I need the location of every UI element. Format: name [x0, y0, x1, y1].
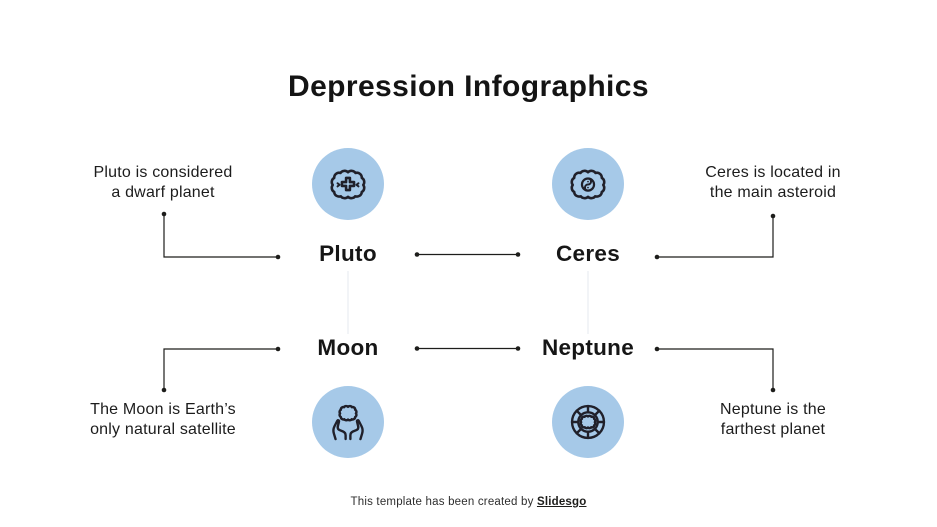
- description-line: a dwarf planet: [111, 183, 215, 201]
- node-label-pluto: Pluto: [319, 241, 377, 266]
- slidesgo-link[interactable]: Slidesgo: [536, 496, 587, 508]
- description-line: Ceres is located in: [705, 164, 841, 181]
- moon-description: The Moon is Earth’s only natural satelli…: [43, 400, 283, 439]
- description-line: Pluto is considered: [93, 164, 233, 181]
- description-line: only natural satellite: [90, 420, 236, 438]
- node-label-ceres: Ceres: [555, 241, 621, 266]
- neptune-icon-circle: [552, 386, 624, 458]
- description-line: farthest planet: [720, 420, 826, 438]
- node-label-moon: Moon: [317, 335, 379, 360]
- moon-icon-circle: [312, 386, 384, 458]
- node-label-neptune: Neptune: [541, 335, 635, 360]
- pluto-icon-circle: [312, 148, 384, 220]
- description-line: The Moon is Earth’s: [90, 401, 236, 418]
- pluto-description: Pluto is considered a dwarf planet: [43, 163, 283, 202]
- brain-maze-wheel-icon: [570, 404, 606, 440]
- ceres-description: Ceres is located in the main asteroid: [653, 163, 893, 202]
- ceres-icon-circle: [552, 148, 624, 220]
- neptune-description: Neptune is the farthest planet: [653, 400, 893, 439]
- description-line: Neptune is the: [720, 401, 826, 418]
- slide-title: Depression Infographics: [288, 70, 649, 104]
- brain-health-cross-icon: [330, 169, 366, 200]
- description-line: the main asteroid: [709, 183, 837, 201]
- footer-text: This template has been created by: [350, 496, 537, 508]
- hands-holding-brain-icon: [332, 404, 364, 441]
- footer-credit: This template has been created by Slides…: [0, 496, 937, 508]
- brain-yin-yang-icon: [570, 169, 606, 200]
